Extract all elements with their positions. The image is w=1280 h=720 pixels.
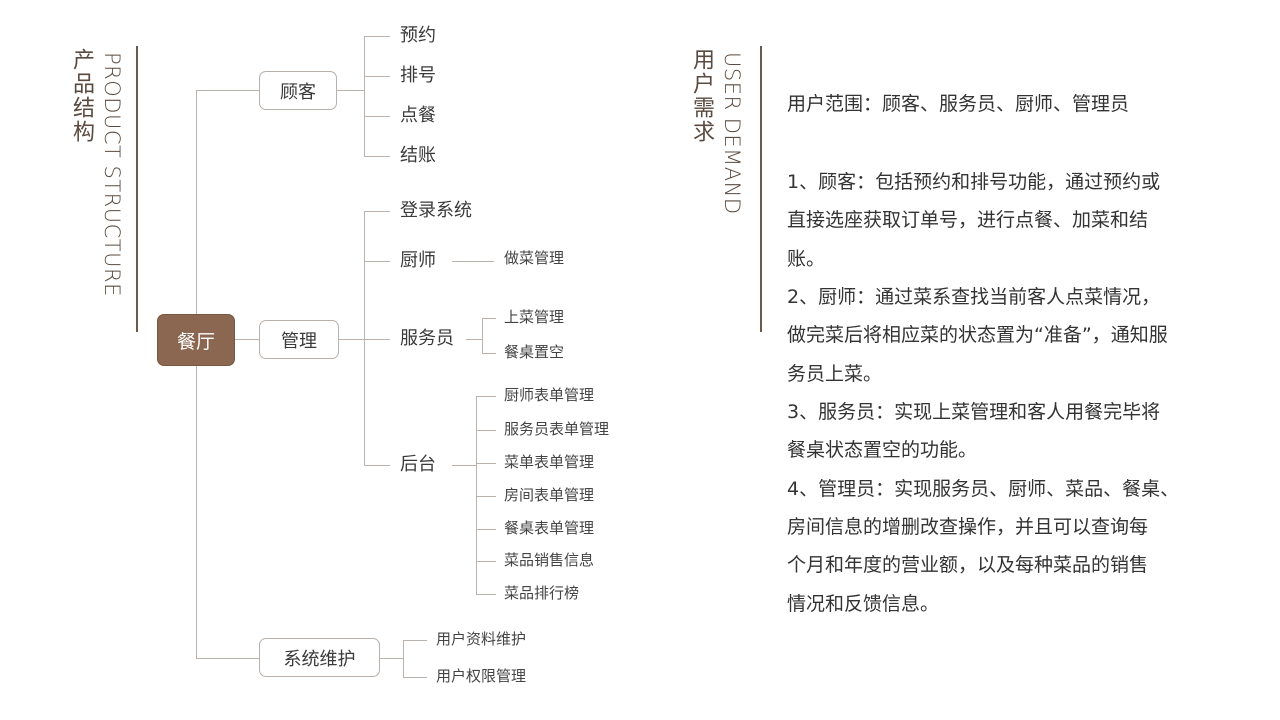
req-scope: 用户范围：顾客、服务员、厨师、管理员 bbox=[787, 93, 1130, 115]
req-line: 4、管理员：实现服务员、厨师、菜品、餐桌、 bbox=[787, 478, 1180, 500]
user-demand-title-en: USER DEMAND bbox=[720, 52, 744, 215]
node-menu-form-management: 菜单表单管理 bbox=[504, 453, 595, 471]
product-structure-title-en: PRODUCT STRUCTURE bbox=[100, 52, 124, 297]
right-title-divider bbox=[760, 46, 762, 332]
node-table-form-management: 餐桌表单管理 bbox=[504, 519, 595, 537]
req-line: 个月和年度的营业额，以及每种菜品的销售 bbox=[787, 554, 1149, 576]
root-node-restaurant: 餐厅 bbox=[157, 314, 235, 366]
node-login-system: 登录系统 bbox=[400, 200, 472, 221]
req-line: 做完菜后将相应菜的状态置为“准备”，通知服 bbox=[787, 324, 1168, 346]
req-line: 餐桌状态置空的功能。 bbox=[787, 439, 978, 461]
req-line: 账。 bbox=[787, 248, 826, 270]
node-waiter-form-management: 服务员表单管理 bbox=[504, 420, 610, 438]
node-serving-management: 上菜管理 bbox=[504, 308, 565, 326]
node-table-clear: 餐桌置空 bbox=[504, 343, 565, 361]
req-line: 3、服务员：实现上菜管理和客人用餐完毕将 bbox=[787, 401, 1161, 423]
node-room-form-management: 房间表单管理 bbox=[504, 486, 595, 504]
node-user-profile-maintenance: 用户资料维护 bbox=[436, 630, 527, 648]
node-chef-form-management: 厨师表单管理 bbox=[504, 386, 595, 404]
node-dish-sales-info: 菜品销售信息 bbox=[504, 551, 595, 569]
node-backend: 后台 bbox=[400, 454, 436, 475]
user-demand-title-cn: 用户需求 bbox=[689, 48, 714, 144]
node-reservation: 预约 bbox=[400, 25, 436, 46]
req-line: 房间信息的增删改查操作，并且可以查询每 bbox=[787, 516, 1149, 538]
req-line: 情况和反馈信息。 bbox=[787, 593, 940, 615]
req-line: 务员上菜。 bbox=[787, 363, 883, 385]
node-dish-management: 做菜管理 bbox=[504, 249, 565, 267]
node-checkout: 结账 bbox=[400, 145, 436, 166]
req-line: 2、厨师：通过菜系查找当前客人点菜情况， bbox=[787, 286, 1161, 308]
node-customer: 顾客 bbox=[259, 71, 337, 110]
req-line: 直接选座获取订单号，进行点餐、加菜和结 bbox=[787, 209, 1149, 231]
node-chef: 厨师 bbox=[400, 250, 436, 271]
req-line: 1、顾客：包括预约和排号功能，通过预约或 bbox=[787, 171, 1161, 193]
node-user-permission-management: 用户权限管理 bbox=[436, 667, 527, 685]
node-dish-ranking: 菜品排行榜 bbox=[504, 584, 580, 602]
node-order: 点餐 bbox=[400, 105, 436, 126]
node-maintenance: 系统维护 bbox=[259, 638, 380, 677]
left-title-divider bbox=[136, 46, 138, 332]
node-management: 管理 bbox=[259, 320, 339, 359]
product-structure-title-cn: 产品结构 bbox=[69, 48, 94, 144]
node-queue-number: 排号 bbox=[400, 65, 436, 86]
node-waiter: 服务员 bbox=[400, 328, 454, 349]
